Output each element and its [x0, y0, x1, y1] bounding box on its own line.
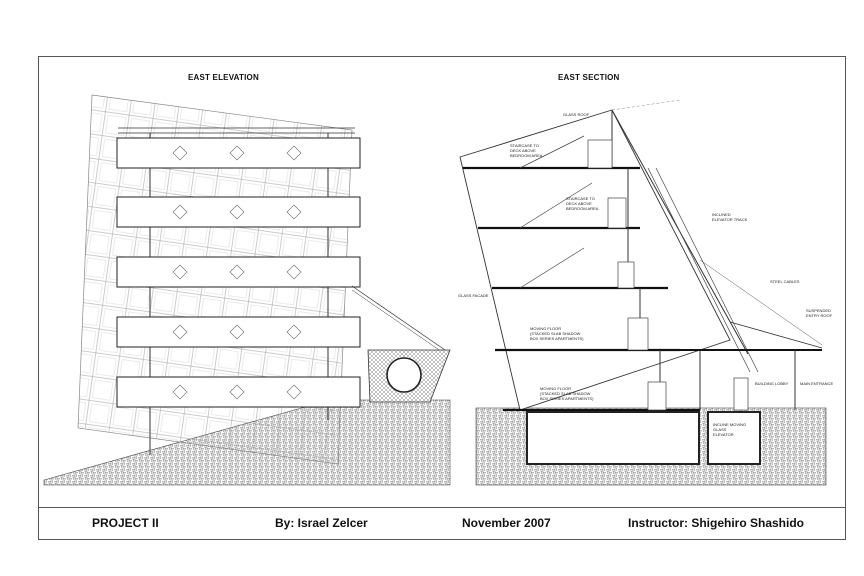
- title-block: PROJECT II By: Israel Zelcer November 20…: [38, 507, 846, 541]
- note-main-entrance: MAIN ENTRANCE: [800, 381, 834, 386]
- note-stair-mid: STAIRCASE TO DECK ABOVE BEDROOM AREA: [566, 196, 599, 211]
- section-stairs: [519, 135, 759, 373]
- note-stair-top: STAIRCASE TO DECK ABOVE BEDROOM AREA: [510, 143, 543, 158]
- elevation-floor-slabs: [116, 137, 361, 408]
- instructor: Instructor: Shigehiro Shashido: [628, 516, 805, 530]
- section-inclined-facade: [459, 109, 731, 411]
- date: November 2007: [462, 516, 551, 530]
- note-inclined-track: INCLINED ELEVATOR TRACK: [712, 212, 748, 222]
- east-elevation-drawing: [43, 94, 451, 486]
- east-section-drawing: [459, 99, 827, 486]
- note-suspended-entry: SUSPENDED ENTRY ROOF: [806, 308, 833, 318]
- project-name: PROJECT II: [92, 516, 159, 530]
- elevation-title: EAST ELEVATION: [188, 73, 259, 82]
- note-steel-cables: STEEL CABLES: [770, 279, 800, 284]
- note-moving-floor-lower: MOVING FLOOR (STACKED SLAB SHADOW BOX SE…: [540, 386, 594, 401]
- elevation-slab-ornaments: [172, 145, 302, 400]
- note-glass-elevator: INCLINE MOVING GLASS ELEVATOR: [713, 422, 747, 437]
- note-glass-facade: GLASS FACADE: [458, 293, 489, 298]
- note-glass-roof: GLASS ROOF: [563, 112, 590, 117]
- section-title: EAST SECTION: [558, 73, 620, 82]
- author: By: Israel Zelcer: [275, 516, 368, 530]
- note-building-lobby: BUILDING LOBBY: [755, 381, 789, 386]
- elevation-elevator-capsule: [386, 357, 422, 393]
- drawing-sheet: [38, 56, 846, 540]
- note-moving-floor-upper: MOVING FLOOR (STACKED SLAB SHADOW BOX SE…: [530, 326, 584, 341]
